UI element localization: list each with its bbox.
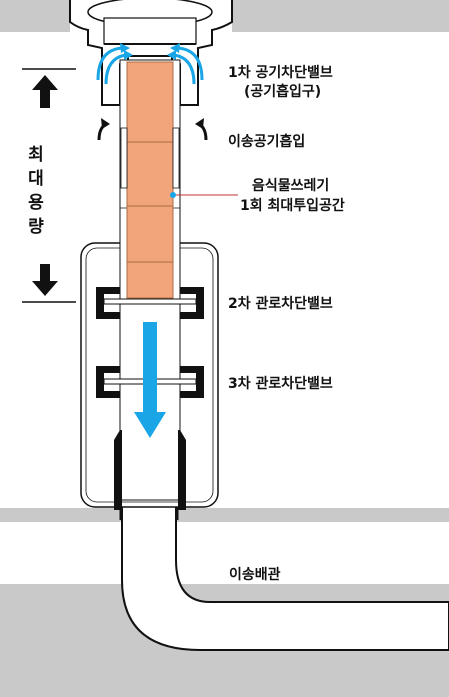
right-vent bbox=[172, 127, 180, 189]
max-capacity-dimension bbox=[22, 68, 76, 303]
lower-column-walls bbox=[114, 430, 186, 510]
transfer-air-arrow-right bbox=[195, 118, 208, 141]
air-intake-arrowheads bbox=[120, 43, 180, 60]
max-capacity-char-1: 최 bbox=[28, 145, 44, 165]
max-capacity-char-3: 용 bbox=[28, 193, 44, 213]
transfer-air-arrow-left bbox=[97, 118, 110, 141]
food-waste-label-line2: 1회 최대투입공간 bbox=[240, 197, 345, 214]
valve-2-label: 2차 관로차단밸브 bbox=[228, 295, 333, 312]
max-capacity-char-4: 량 bbox=[28, 217, 44, 237]
transfer-pipe bbox=[119, 499, 449, 651]
left-vent bbox=[120, 127, 128, 189]
max-capacity-char-2: 대 bbox=[28, 169, 44, 189]
food-waste-marker-dot bbox=[170, 192, 176, 198]
inlet-hopper bbox=[69, 0, 233, 106]
air-intake-arrows bbox=[96, 46, 204, 85]
flow-direction-arrow bbox=[134, 322, 166, 438]
mid-floor-slab bbox=[0, 508, 449, 522]
valve-3-label: 3차 관로차단밸브 bbox=[228, 375, 333, 392]
top-slab-left bbox=[0, 0, 70, 32]
food-waste-block bbox=[126, 61, 174, 299]
top-slab-right bbox=[232, 0, 449, 32]
valve-1-label-line1: 1차 공기차단밸브 bbox=[228, 64, 333, 81]
valve-2-assembly bbox=[96, 287, 204, 319]
valve-1-label-line2: (공기흡입구) bbox=[244, 83, 321, 100]
transfer-air-intake-label: 이송공기흡입 bbox=[228, 133, 305, 150]
food-waste-label-line1: 음식물쓰레기 bbox=[252, 178, 329, 194]
transfer-pipe-label: 이송배관 bbox=[229, 566, 281, 583]
